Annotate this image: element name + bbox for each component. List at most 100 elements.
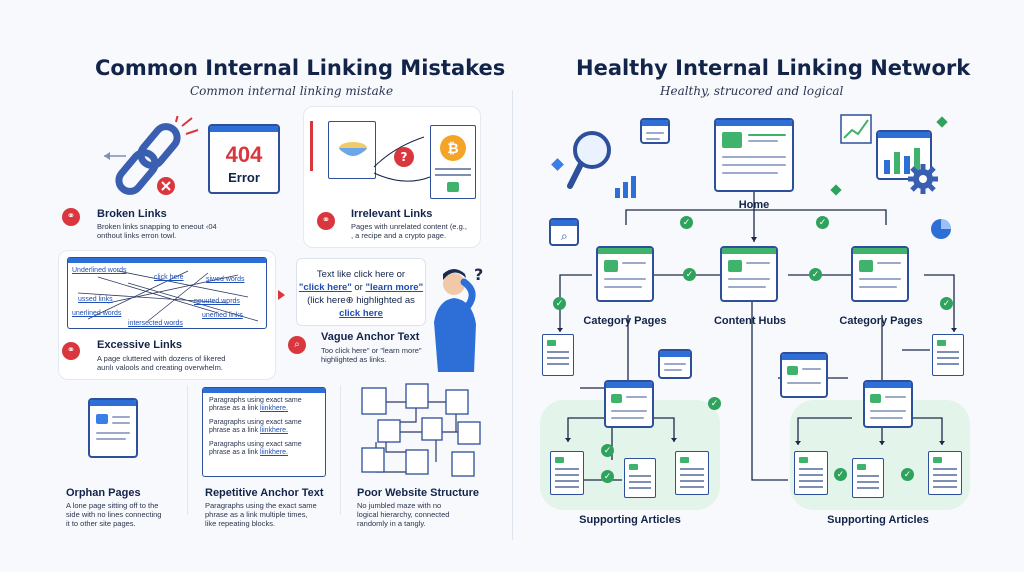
vague-anchor-panel: Text like click here or "click here" or … — [290, 254, 486, 382]
tangle-lines — [77, 270, 259, 322]
excessive-word-3: siwed words — [206, 276, 245, 283]
analytics-window — [876, 130, 932, 180]
excessive-word-1: Underlined words — [72, 267, 127, 274]
small-widget-window — [640, 118, 670, 144]
poor-structure-desc-2: logical hierarchy, connected — [357, 510, 450, 519]
category-left-window — [596, 246, 654, 302]
left-cluster-hub — [604, 380, 654, 428]
tangled-words-window: Underlined words click here siwed words … — [67, 257, 267, 329]
supporting-articles-right-label: Supporting Articles — [827, 514, 929, 526]
check-icon-home-left: ✓ — [680, 216, 693, 229]
irrelevant-links-desc-2: , a recipe and a crypto page. — [351, 231, 447, 240]
orphan-pages-desc-2: side with no lines connecting — [66, 510, 162, 519]
vague-anchor-title: Vague Anchor Text — [321, 331, 420, 343]
excessive-link-icon: ⚭ — [62, 342, 80, 360]
error-404-window: 404 Error — [208, 124, 280, 194]
food-bowl-icon — [339, 142, 367, 156]
svg-text:₿: ₿ — [447, 141, 458, 157]
excessive-links-desc-2: aurılı valools and creating overwhelm. — [97, 363, 223, 372]
left-article-2 — [624, 458, 656, 498]
irrelevant-links-desc-1: Pages with unrelated content (e.g., — [351, 222, 467, 231]
side-doc-right — [932, 334, 964, 376]
poor-structure-desc-1: No jumbled maze with no — [357, 501, 442, 510]
magnifier-red-icon: ⌕ — [288, 336, 306, 354]
vague-anchor-desc-2: highlighted as links. — [321, 355, 387, 364]
left-subtitle: Common internal linking mistake — [190, 84, 394, 98]
home-page-window — [714, 118, 794, 192]
repetitive-anchor-desc-3: like repeating blocks. — [205, 519, 276, 528]
bitcoin-icon: ₿ — [440, 135, 466, 161]
broken-link-icon: ⚭ — [62, 208, 80, 226]
broken-links-panel: 404 Error — [58, 110, 294, 250]
magnifier-icon — [567, 131, 611, 189]
vague-bubble: Text like click here or "click here" or … — [296, 258, 426, 326]
orphan-pages-desc-3: it to other site pages. — [66, 519, 136, 528]
excessive-links-panel: Underlined words click here siwed words … — [58, 250, 276, 380]
category-left-label: Category Pages — [583, 315, 667, 327]
right-mid-window — [780, 352, 828, 398]
crypto-page: ₿ — [430, 125, 476, 199]
check-icon-right-cluster-2: ✓ — [901, 468, 914, 481]
confused-person-icon: ? — [434, 265, 483, 372]
excessive-word-6: unerlined words — [72, 310, 122, 317]
repetitive-anchor-desc-2: phrase as a link multiple times, — [205, 510, 308, 519]
bubble-line-2: "click here" or "learn more" — [297, 282, 425, 293]
bubble-line-1: Text like click here or — [316, 269, 406, 280]
gear-icon — [908, 164, 938, 194]
question-link-lines: ? — [373, 136, 431, 182]
trend-chart-icon — [840, 114, 872, 144]
orphan-pages-desc-1: A lone page sitting off to the — [66, 501, 159, 510]
content-hub-window — [720, 246, 778, 302]
broken-links-desc-2: onthout links erron towl. — [97, 231, 177, 240]
pie-chart-icon — [931, 219, 951, 239]
left-article-1 — [550, 451, 584, 495]
maze-structure-icon — [361, 383, 481, 477]
home-label: Home — [738, 199, 770, 211]
check-icon-float: ✓ — [708, 397, 721, 410]
bar-chart-small-icon — [615, 176, 636, 198]
side-doc-left — [542, 334, 574, 376]
irrelevant-links-title: Irrelevant Links — [351, 208, 433, 220]
broken-chain-icon — [104, 116, 199, 195]
bubble-click-here: "click here" — [298, 282, 352, 293]
right-article-1 — [794, 451, 828, 495]
left-title: Common Internal Linking Mistakes — [95, 56, 506, 80]
right-subtitle: Healthy, strucored and logical — [660, 84, 844, 98]
recipe-page — [328, 121, 376, 179]
repetitive-anchor-title: Repetitive Anchor Text — [205, 487, 324, 499]
center-divider — [512, 90, 513, 540]
right-title: Healthy Internal Linking Network — [576, 56, 971, 80]
chat-widget-window — [658, 349, 692, 379]
bubble-learn-more: "learn more" — [365, 282, 424, 293]
orphan-pages-title: Orphan Pages — [66, 487, 141, 499]
excessive-word-5: neuuted words — [194, 298, 240, 305]
check-icon-left-cluster-1: ✓ — [601, 444, 614, 457]
excessive-word-7: uneriied links — [202, 312, 243, 319]
question-mark: ? — [474, 265, 483, 284]
category-right-window — [851, 246, 909, 302]
broken-links-desc-1: Broken links snapping to eneout ‹04 — [97, 222, 217, 231]
check-icon-right-cluster-1: ✓ — [834, 468, 847, 481]
error-code: 404 — [225, 142, 263, 167]
supporting-articles-left-label: Supporting Articles — [579, 514, 681, 526]
orphan-divider — [187, 385, 188, 515]
check-icon-hub-left: ✓ — [683, 268, 696, 281]
right-article-2 — [852, 458, 884, 498]
broken-links-title: Broken Links — [97, 208, 167, 220]
orphan-page-window — [88, 398, 138, 458]
check-icon-hub-right: ✓ — [809, 268, 822, 281]
excessive-word-4: ussed links — [78, 296, 113, 303]
excessive-links-desc-1: A page cluttered with dozens of likered — [97, 354, 226, 363]
vague-arrow — [278, 290, 285, 300]
category-right-label: Category Pages — [839, 315, 923, 327]
repetitive-divider — [340, 385, 341, 515]
bubble-line-3: (lick here⊕ highlighted as — [307, 295, 415, 306]
vague-anchor-desc-1: Too click here" or "learn more" — [321, 346, 422, 355]
bubble-or: or — [351, 282, 366, 293]
repetitive-anchor-desc-1: Paragraphs using the exact same — [205, 501, 317, 510]
content-hubs-label: Content Hubs — [713, 315, 787, 327]
svg-text:?: ? — [401, 150, 408, 164]
